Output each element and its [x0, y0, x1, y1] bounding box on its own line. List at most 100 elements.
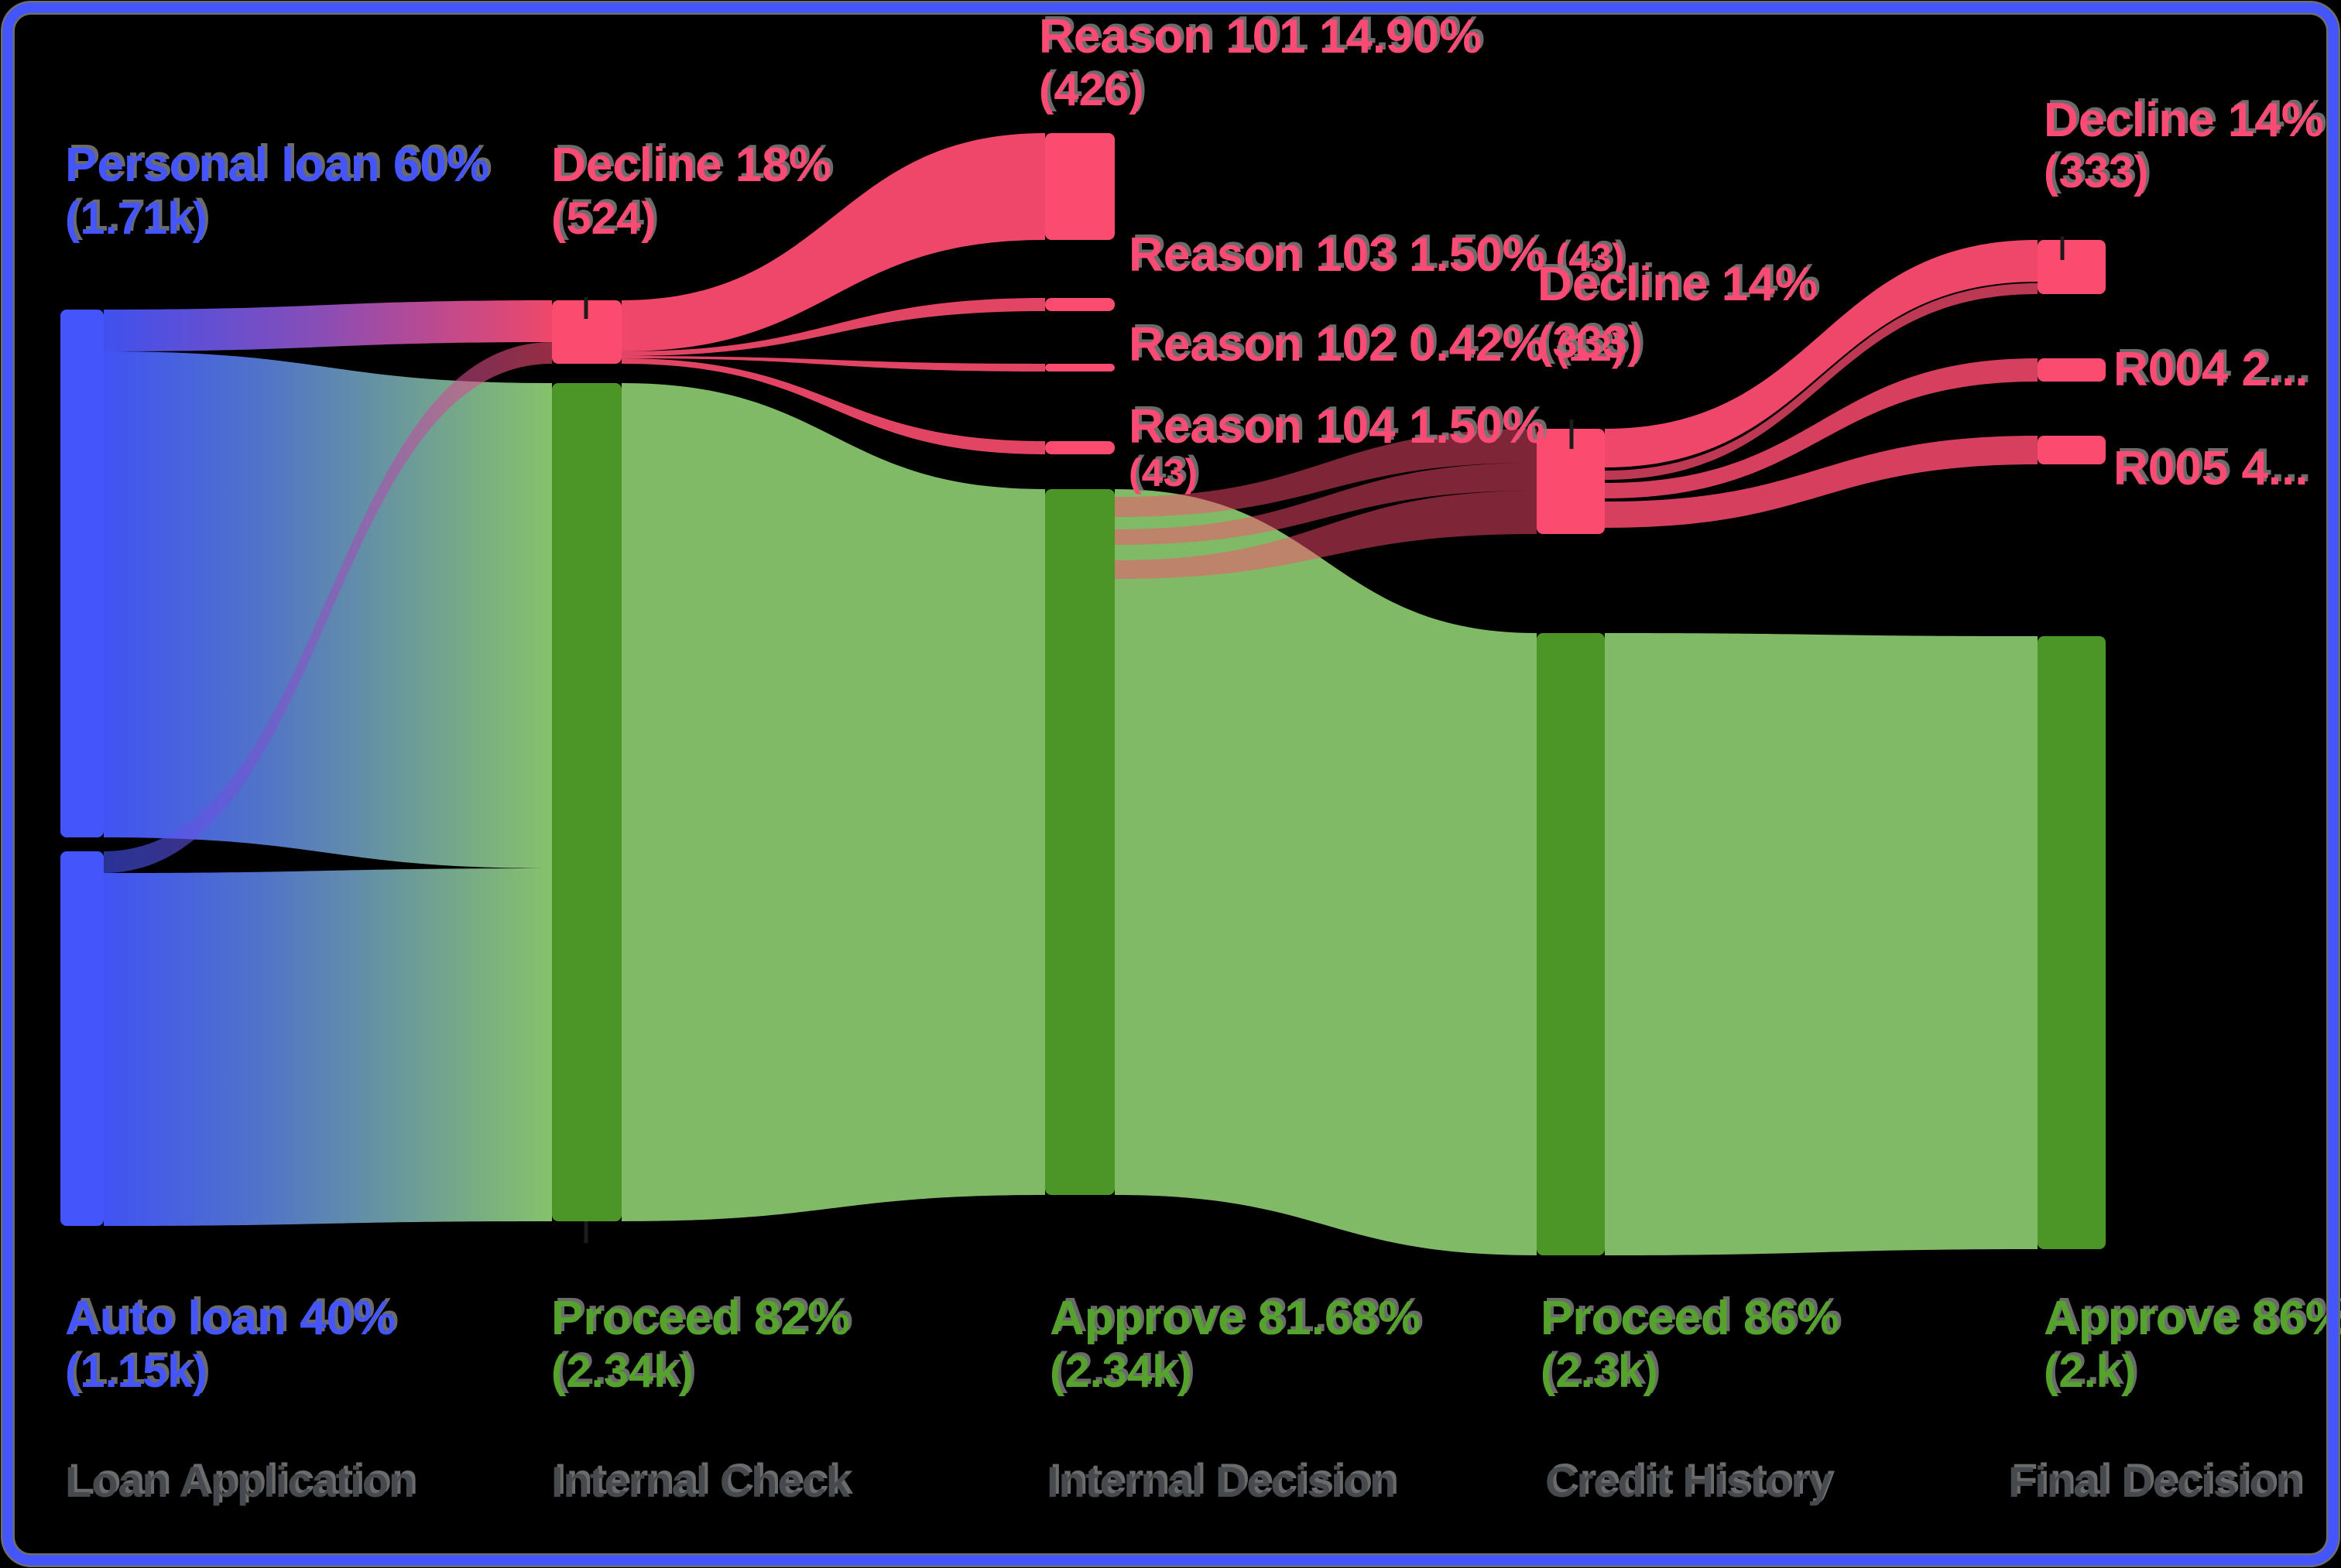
label-span: Reason 103 1.50%: [1129, 228, 1545, 282]
label-shadow-r004-line0: R004 2...: [2116, 340, 2312, 393]
label-shadow-decline_ic-line0: Decline 18%: [554, 135, 835, 189]
sankey-link-approve-declinech-3[interactable]: [1115, 491, 1537, 579]
node-label-reason_101-line0: Reason 101 14.90%: [1039, 10, 1482, 63]
node-label-reason_101-line1: (426): [1039, 65, 1143, 115]
sankey-link-declinech-r004[interactable]: [1605, 358, 2038, 498]
label-shadow-reason_101-line1: (426): [1042, 62, 1147, 112]
sankey-node-personal_loan[interactable]: [60, 310, 104, 837]
sankey-link-approve-proceedch[interactable]: [1115, 489, 1537, 1255]
node-label-decline_ch-line0: Decline 14%: [1537, 258, 1818, 311]
node-label-decline_ic-line1: (524): [551, 193, 656, 244]
label-shadow-approve_fd-line1: (2.k): [2047, 1344, 2139, 1394]
node-label-personal_loan-line0: Personal loan 60%: [65, 139, 489, 192]
label-shadow-decline_ic-line1: (524): [554, 190, 659, 241]
label-shadow-decline_ch-line1: (333): [1541, 314, 1645, 365]
label-shadow-decline_ch-line0: Decline 14%: [1541, 255, 1821, 308]
label-shadow-auto_loan-line1: (1.15k): [68, 1344, 211, 1394]
node-label-r004-line0: R004 2...: [2113, 343, 2308, 396]
label-shadow-reason_104-line0: Reason 104 1.50%: [1132, 397, 1548, 450]
node-label-approve_id-line0: Approve 81.68%: [1050, 1292, 1421, 1345]
label-shadow-reason_102-line0: Reason 102 0.42% (12): [1132, 315, 1627, 368]
sankey-link-decline-r104[interactable]: [622, 358, 1045, 454]
node-label-approve_fd-line1: (2.k): [2044, 1347, 2136, 1397]
sankey-link-declinech-declinefd-1[interactable]: [1605, 240, 2038, 467]
node-label-decline_fd-line0: Decline 14%: [2044, 94, 2324, 147]
sankey-link-declinech-declinefd-2[interactable]: [1605, 283, 2038, 480]
node-label-stage_credit_history-line0: Credit History: [1545, 1457, 1832, 1506]
node-label-decline_ch-line1: (333): [1537, 317, 1642, 368]
sankey-link-auto-decline[interactable]: [104, 342, 552, 873]
node-label-proceed_ch-line0: Proceed 86%: [1541, 1292, 1839, 1345]
node-label-decline_ic-line0: Decline 18%: [551, 139, 831, 192]
sankey-link-proceed-approve[interactable]: [622, 383, 1045, 1221]
sankey-link-proceedch-approvefd[interactable]: [1605, 633, 2038, 1255]
sankey-node-r005[interactable]: [2038, 436, 2106, 464]
label-shadow-proceed_ch-line0: Proceed 86%: [1544, 1289, 1842, 1342]
label-shadow-approve_id-line0: Approve 81.68%: [1053, 1289, 1424, 1342]
sankey-link-approve-declinech-2[interactable]: [1115, 463, 1537, 545]
label-span: Reason 102 0.42%: [1132, 315, 1548, 368]
label-shadow-decline_fd-line0: Decline 14%: [2047, 91, 2327, 144]
node-label-stage_loan_application-line0: Loan Application: [65, 1457, 415, 1506]
sankey-node-proceed_ic[interactable]: [552, 383, 622, 1221]
sankey-node-reason_104[interactable]: [1045, 441, 1115, 454]
sankey-node-decline_ic[interactable]: [552, 300, 622, 364]
sankey-node-ticks: [584, 237, 2065, 1243]
sankey-flows: [104, 133, 2038, 1255]
sankey-node-reason_101[interactable]: [1045, 133, 1115, 240]
label-span: Reason 102 0.42%: [1129, 318, 1545, 371]
node-label-approve_id-line1: (2.34k): [1050, 1347, 1192, 1397]
label-shadow-reason_104-line1: (43): [1132, 448, 1201, 491]
sankey-labels: Personal loan 60%Personal loan 60%(1.71k…: [65, 7, 2341, 1506]
sankey-node-reason_103[interactable]: [1045, 298, 1115, 311]
sankey-node-approve_fd[interactable]: [2038, 636, 2106, 1249]
sankey-link-approve-declinech-1[interactable]: [1115, 429, 1537, 517]
sankey-node-decline_fd[interactable]: [2038, 240, 2106, 294]
node-label-reason_104-line0: Reason 104 1.50%: [1129, 400, 1545, 454]
sankey-link-declinech-r005[interactable]: [1605, 436, 2038, 528]
label-shadow-auto_loan-line0: Auto loan 40%: [68, 1289, 399, 1342]
sankey-link-decline-r102[interactable]: [622, 356, 1045, 371]
node-label-stage_internal_check-line0: Internal Check: [551, 1457, 851, 1506]
label-shadow-proceed_ch-line1: (2.3k): [1544, 1344, 1661, 1394]
node-label-reason_104-line1: (43): [1129, 451, 1198, 495]
node-label-proceed_ic-line0: Proceed 82%: [551, 1292, 850, 1345]
sankey-node-auto_loan[interactable]: [60, 851, 104, 1226]
label-shadow-stage_credit_history-line0: Credit History: [1548, 1454, 1835, 1503]
node-label-proceed_ic-line1: (2.34k): [551, 1347, 694, 1397]
label-span: Reason 103 1.50%: [1132, 225, 1548, 279]
sankey-link-decline-r103[interactable]: [622, 298, 1045, 356]
label-shadow-approve_id-line1: (2.34k): [1053, 1344, 1195, 1394]
node-label-proceed_ch-line1: (2.3k): [1541, 1347, 1658, 1397]
sankey-link-personal-decline[interactable]: [104, 300, 552, 351]
label-shadow-personal_loan-line1: (1.71k): [68, 190, 211, 241]
sankey-node-reason_102[interactable]: [1045, 364, 1115, 371]
label-span: (12): [1545, 326, 1625, 369]
label-shadow-proceed_ic-line1: (2.34k): [554, 1344, 697, 1394]
node-label-reason_103-line0: Reason 103 1.50% (43): [1129, 228, 1624, 282]
sankey-link-auto-proceed[interactable]: [104, 868, 552, 1226]
label-shadow-stage_internal_decision-line0: Internal Decision: [1050, 1454, 1399, 1503]
sankey-node-decline_ch[interactable]: [1537, 429, 1605, 534]
label-span: (43): [1548, 233, 1628, 276]
label-shadow-reason_101-line0: Reason 101 14.90%: [1042, 7, 1485, 60]
label-span: (12): [1548, 323, 1628, 366]
node-label-personal_loan-line1: (1.71k): [65, 193, 207, 244]
sankey-node-r004[interactable]: [2038, 358, 2106, 382]
node-label-stage_internal_decision-line0: Internal Decision: [1047, 1457, 1396, 1506]
label-shadow-proceed_ic-line0: Proceed 82%: [554, 1289, 853, 1342]
sankey-nodes: [60, 133, 2106, 1255]
sankey-node-approve_id[interactable]: [1045, 489, 1115, 1195]
sankey-link-decline-r101[interactable]: [622, 133, 1045, 351]
node-label-stage_final_decision-line0: Final Decision: [2008, 1457, 2302, 1506]
node-label-decline_fd-line1: (333): [2044, 147, 2148, 197]
node-label-r005-line0: R005 4...: [2113, 442, 2308, 495]
label-shadow-reason_103-line0: Reason 103 1.50% (43): [1132, 225, 1627, 279]
sankey-node-proceed_ch[interactable]: [1537, 633, 1605, 1255]
label-shadow-r005-line0: R005 4...: [2116, 439, 2312, 492]
label-shadow-stage_loan_application-line0: Loan Application: [68, 1454, 418, 1503]
